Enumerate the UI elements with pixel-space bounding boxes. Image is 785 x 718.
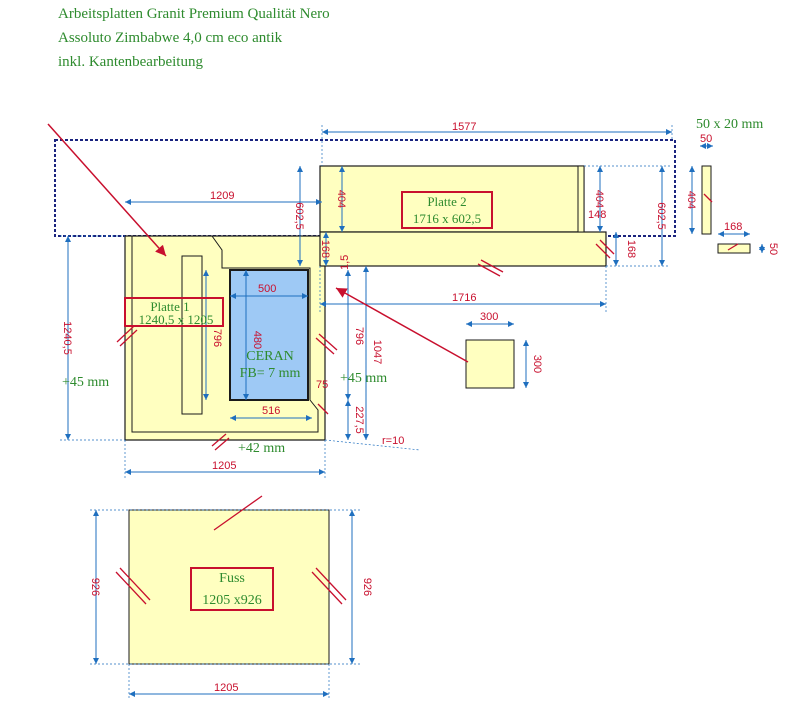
fuss-name: Fuss bbox=[219, 571, 245, 586]
title-line-2: Assoluto Zimbabwe 4,0 cm eco antik bbox=[58, 30, 283, 46]
dim-516: 516 bbox=[262, 405, 280, 417]
dim-404-a: 404 bbox=[335, 190, 347, 208]
dim-300-b: 300 bbox=[531, 355, 543, 373]
dim-796-b: 796 bbox=[353, 327, 365, 345]
dim-168-c: 168 bbox=[724, 221, 742, 233]
ceran-name: CERAN bbox=[246, 349, 293, 364]
platte2-size: 1716 x 602,5 bbox=[413, 211, 481, 226]
fuss-size: 1205 x926 bbox=[202, 593, 262, 608]
platte2-shape bbox=[319, 165, 585, 233]
dim-50-b: 50 bbox=[767, 243, 779, 255]
ceran-fb: FB= 7 mm bbox=[240, 366, 301, 381]
strip-horizontal bbox=[717, 243, 751, 254]
dim-500: 500 bbox=[258, 283, 276, 295]
title-line-1: Arbeitsplatten Granit Premium Qualität N… bbox=[58, 6, 330, 22]
dim-926-a: 926 bbox=[89, 578, 101, 596]
dim-75: 75 bbox=[316, 379, 328, 391]
fuss-label-box bbox=[190, 567, 274, 611]
piece-300 bbox=[465, 339, 515, 389]
platte1-slot bbox=[181, 255, 203, 415]
dim-1240: 1240,5 bbox=[61, 321, 73, 355]
dim-168-b: 168 bbox=[625, 240, 637, 258]
dim-1577: 1577 bbox=[452, 121, 476, 133]
platte1-label-box bbox=[124, 297, 224, 327]
dim-602-a: 602,5 bbox=[293, 202, 305, 230]
strip-vertical bbox=[701, 165, 712, 235]
dim-1-5: 1,5 bbox=[339, 255, 351, 270]
fuss-shape bbox=[128, 509, 330, 665]
dimension-lines bbox=[65, 129, 765, 697]
dim-404-b: 404 bbox=[593, 190, 605, 208]
edge-marks bbox=[115, 193, 739, 605]
platte2-label-box bbox=[401, 191, 493, 229]
dim-300-a: 300 bbox=[480, 311, 498, 323]
dim-148: 148 bbox=[588, 209, 606, 221]
platte2-strip bbox=[319, 231, 607, 267]
bottom-add-label: +42 mm bbox=[238, 441, 285, 456]
dim-50: 50 bbox=[700, 133, 712, 145]
pointer-arrows bbox=[47, 123, 469, 363]
extension-lines bbox=[60, 125, 673, 700]
platte2-edge bbox=[577, 165, 585, 233]
platte2-name: Platte 2 bbox=[427, 194, 466, 209]
dim-1205-b: 1205 bbox=[214, 682, 238, 694]
platte1-name: Platte 1 bbox=[150, 299, 189, 314]
arrow-platte1 bbox=[47, 123, 167, 257]
left-add-label: +45 mm bbox=[62, 375, 109, 390]
dim-926-b: 926 bbox=[361, 578, 373, 596]
right-add-label: +45 mm bbox=[340, 371, 387, 386]
dim-602-b: 602,5 bbox=[655, 202, 667, 230]
dim-1209: 1209 bbox=[210, 190, 234, 202]
dim-404-c: 404 bbox=[685, 191, 697, 209]
dim-480: 480 bbox=[251, 331, 263, 349]
dim-796-a: 796 bbox=[211, 329, 223, 347]
dim-1716: 1716 bbox=[452, 292, 476, 304]
platte1-size: 1240,5 x 1205 bbox=[139, 312, 214, 327]
dim-1047: 1047 bbox=[371, 340, 383, 364]
dim-168-a: 168 bbox=[319, 240, 331, 258]
platte1-inner-contour bbox=[131, 235, 319, 433]
strip-size-label: 50 x 20 mm bbox=[696, 117, 763, 132]
dim-r10: r=10 bbox=[382, 435, 404, 447]
title-line-3: inkl. Kantenbearbeitung bbox=[58, 54, 203, 70]
dim-227: 227,5 bbox=[353, 406, 365, 434]
arrow-platte2 bbox=[335, 287, 469, 363]
dim-1205-a: 1205 bbox=[212, 460, 236, 472]
